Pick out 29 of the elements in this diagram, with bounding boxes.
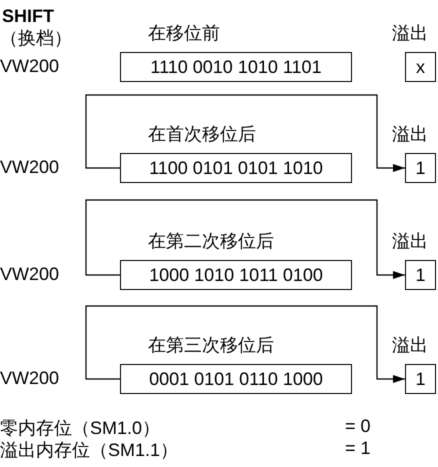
shift-out-arrow <box>85 199 405 279</box>
state-heading: 在移位前 <box>148 22 220 45</box>
bit-value: = 0 <box>345 416 371 437</box>
instruction-name: SHIFT <box>2 6 54 27</box>
overflow-heading: 溢出 <box>392 334 428 357</box>
state-heading: 在第二次移位后 <box>148 230 274 253</box>
shift-out-arrow <box>85 305 405 383</box>
overflow-bit-box: 1 <box>405 153 436 183</box>
register-value-box: 1100 0101 0101 1010 <box>120 153 352 183</box>
state-heading: 在首次移位后 <box>148 123 256 146</box>
register-address: VW200 <box>0 157 60 178</box>
bit-name: 零内存位（SM1.0） <box>0 417 160 440</box>
register-value-box: 1110 0010 1010 1101 <box>120 52 352 82</box>
register-address: VW200 <box>0 56 60 77</box>
overflow-bit-box: x <box>405 52 436 82</box>
shift-out-arrow <box>85 94 405 172</box>
instruction-name-translation: （换档） <box>0 27 72 50</box>
register-value-box: 1000 1010 1011 0100 <box>120 260 352 290</box>
register-address: VW200 <box>0 368 60 389</box>
register-value-box: 0001 0101 0110 1000 <box>120 364 352 394</box>
state-heading: 在第三次移位后 <box>148 334 274 357</box>
overflow-bit-box: 1 <box>405 364 436 394</box>
overflow-heading: 溢出 <box>392 22 428 45</box>
bit-name: 溢出内存位（SM1.1） <box>0 439 178 462</box>
bit-value: = 1 <box>345 438 371 459</box>
register-address: VW200 <box>0 264 60 285</box>
overflow-bit-box: 1 <box>405 260 436 290</box>
overflow-heading: 溢出 <box>392 230 428 253</box>
overflow-heading: 溢出 <box>392 123 428 146</box>
